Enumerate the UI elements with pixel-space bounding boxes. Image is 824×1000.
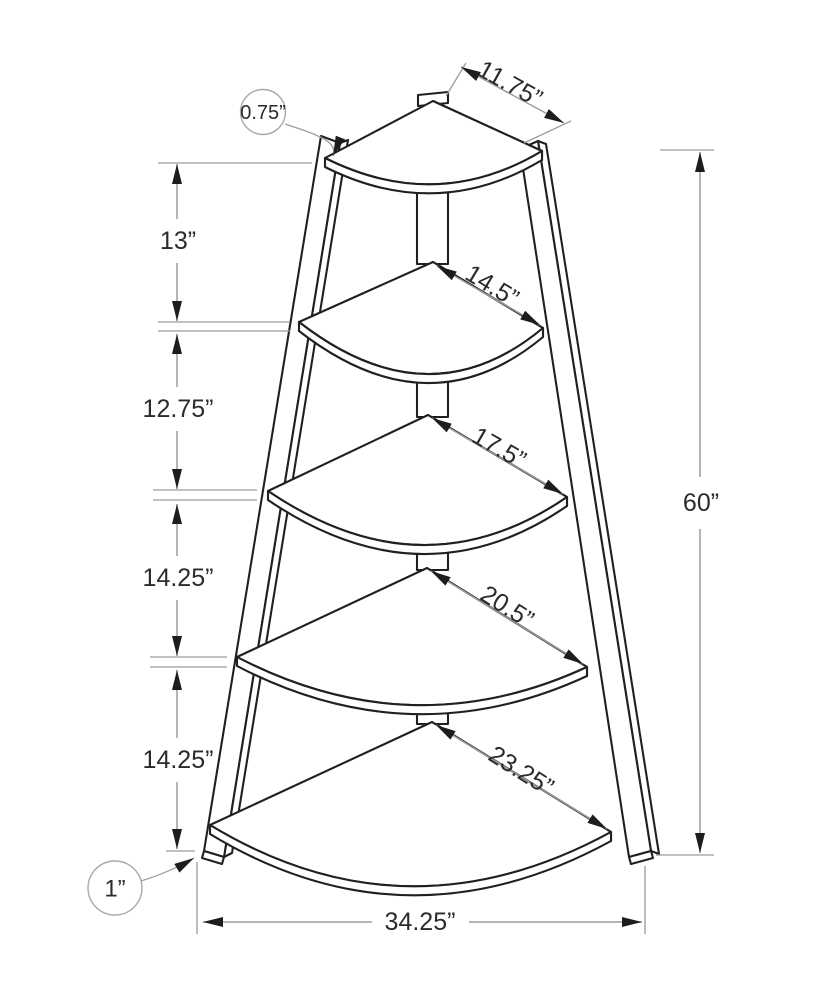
dim-gap-3-label: 14.25” [143, 564, 214, 592]
frame-thickness-label: 1” [104, 876, 125, 903]
dim-base-width: 34.25” [196, 862, 646, 936]
dim-gap-4-label: 14.25” [143, 746, 214, 774]
dim-base-width-label: 34.25” [385, 908, 456, 936]
shelf-thickness-label: 0.75” [240, 102, 286, 124]
dim-top-shelf-width-label: 11.75” [473, 55, 547, 113]
callout-shelf-thickness: 0.75” [239, 88, 346, 157]
callout-frame-thickness: 1” [87, 857, 195, 916]
shelf-unit [200, 90, 661, 897]
dim-gap-1: 13” [158, 162, 312, 332]
shelf-tier-3 [266, 413, 569, 556]
frame-thickness-bubble [87, 860, 143, 916]
shelf-tier-4 [235, 566, 589, 716]
shelf-tier-1 [323, 99, 544, 195]
dim-total-height: 60” [656, 149, 719, 856]
dim-total-height-label: 60” [683, 489, 719, 517]
dim-gap-4: 14.25” [143, 670, 214, 852]
dim-gap-2: 12.75” [143, 334, 257, 501]
dim-gap-1-label: 13” [160, 227, 196, 255]
shelf-thickness-bubble [239, 88, 287, 136]
shelf-tier-5 [208, 720, 613, 897]
dim-gap-2-label: 12.75” [143, 395, 214, 423]
dim-gap-3: 14.25” [143, 504, 227, 668]
right-leg [518, 139, 661, 866]
